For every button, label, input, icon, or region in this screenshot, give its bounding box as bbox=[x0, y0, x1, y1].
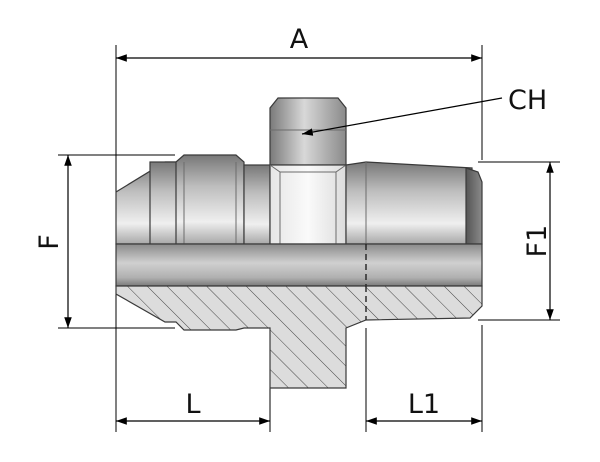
dimension-l: L bbox=[116, 389, 270, 425]
label-l1: L1 bbox=[408, 389, 440, 420]
bore bbox=[115, 243, 483, 287]
fitting-exterior bbox=[115, 97, 483, 245]
left-collar bbox=[175, 154, 245, 245]
dimension-ch: CH bbox=[301, 85, 547, 136]
label-f: F bbox=[34, 234, 65, 250]
section-view bbox=[115, 285, 483, 389]
threaded-body bbox=[345, 161, 473, 245]
thread-end bbox=[465, 167, 483, 245]
dimension-l1: L1 bbox=[366, 389, 482, 425]
dimension-f: F bbox=[34, 155, 72, 328]
neck bbox=[243, 164, 271, 245]
dimension-a: A bbox=[116, 24, 482, 62]
label-ch: CH bbox=[508, 85, 547, 116]
left-sleeve bbox=[149, 161, 181, 245]
label-a: A bbox=[290, 24, 309, 55]
dimension-f1: F1 bbox=[522, 162, 554, 320]
hex-nut bbox=[269, 97, 347, 245]
label-l: L bbox=[185, 389, 200, 420]
label-f1: F1 bbox=[522, 225, 553, 258]
